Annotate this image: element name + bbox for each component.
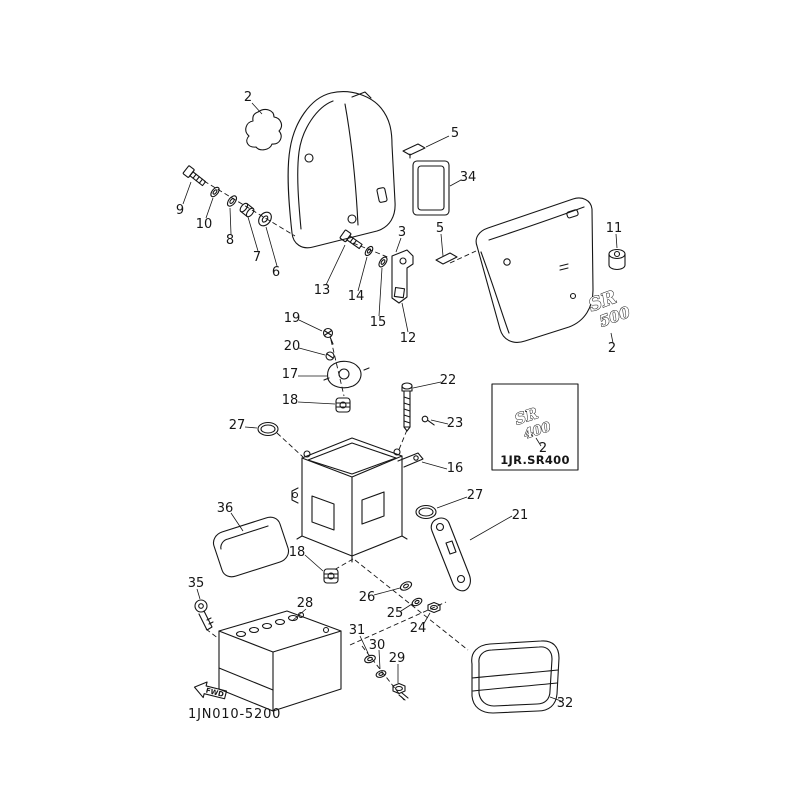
bolt-29 <box>392 682 409 701</box>
washer-31 <box>364 654 376 664</box>
callout-2-sr500: 2 <box>608 341 616 356</box>
callout-21: 21 <box>512 508 529 523</box>
callout-17: 17 <box>282 367 299 382</box>
callout-18-upper: 18 <box>282 393 299 408</box>
callout-14: 14 <box>348 289 365 304</box>
callout-27-left: 27 <box>229 418 246 433</box>
screw-23 <box>421 415 435 426</box>
callout-31: 31 <box>349 623 366 638</box>
gasket-2 <box>245 108 283 151</box>
callout-10: 10 <box>196 217 213 232</box>
callout-5-mid: 5 <box>436 221 444 236</box>
callout-18-lower: 18 <box>289 545 306 560</box>
callout-32: 32 <box>557 696 574 711</box>
callout-25: 25 <box>387 606 404 621</box>
washer-15 <box>378 256 388 268</box>
callout-19: 19 <box>284 311 301 326</box>
callout-30: 30 <box>369 638 386 653</box>
bolt-22 <box>401 382 413 432</box>
grommet-18-lower <box>323 568 339 584</box>
callout-13: 13 <box>314 283 331 298</box>
battery-28 <box>218 610 342 712</box>
callout-6: 6 <box>272 265 280 280</box>
callout-11: 11 <box>606 221 623 236</box>
callout-36: 36 <box>217 501 234 516</box>
callout-22: 22 <box>440 373 457 388</box>
key-35 <box>194 599 214 631</box>
sr500-emblem: SR 500 <box>585 286 633 331</box>
inset-box <box>491 383 579 471</box>
washer-26 <box>399 581 413 591</box>
callout-5-top: 5 <box>451 126 459 141</box>
callout-34: 34 <box>460 170 477 185</box>
callout-9: 9 <box>176 203 184 218</box>
callout-12: 12 <box>400 331 417 346</box>
grommet-18-upper <box>335 397 351 413</box>
washer-14 <box>364 245 374 257</box>
callout-8: 8 <box>226 233 234 248</box>
bracket-12 <box>391 249 414 304</box>
callout-20: 20 <box>284 339 301 354</box>
callout-7: 7 <box>253 250 261 265</box>
battery-box-16 <box>291 437 424 563</box>
pad-27-right <box>415 504 437 520</box>
screw-20 <box>325 351 335 361</box>
callout-24: 24 <box>410 621 427 636</box>
callout-35: 35 <box>188 576 205 591</box>
right-side-cover <box>475 197 594 343</box>
callout-23: 23 <box>447 416 464 431</box>
callout-2-top: 2 <box>244 90 252 105</box>
callout-28: 28 <box>297 596 314 611</box>
callout-27-right: 27 <box>467 488 484 503</box>
callout-26: 26 <box>359 590 376 605</box>
clip-5-top <box>402 143 426 159</box>
inset-label: 1JR.SR400 <box>500 453 570 467</box>
washer-25 <box>411 597 423 607</box>
bolt-9 <box>182 165 207 187</box>
callout-15: 15 <box>370 315 387 330</box>
bracket-21 <box>430 517 471 592</box>
callout-29: 29 <box>389 651 406 666</box>
callout-16: 16 <box>447 461 464 476</box>
parts-layer <box>182 91 626 714</box>
clip-5-mid <box>435 252 458 265</box>
callout-3: 3 <box>398 225 406 240</box>
pad-27-left <box>257 421 279 437</box>
bolt-13 <box>339 229 363 250</box>
cover-36 <box>212 516 290 578</box>
labels-layer: 2 5 34 9 10 8 7 6 13 14 15 12 3 5 11 2 1… <box>176 90 634 722</box>
callout-2-sr400: 2 <box>539 441 547 456</box>
bolt-24 <box>427 601 441 614</box>
diagram-code: 1JN010-5200 <box>188 707 281 722</box>
leader-lines <box>182 102 618 702</box>
assembly-axes <box>203 180 477 701</box>
left-side-cover <box>287 91 396 249</box>
plate-34 <box>412 160 450 216</box>
washer-10 <box>210 186 220 198</box>
fwd-arrow <box>193 681 228 700</box>
grommet-11 <box>608 248 626 271</box>
cover-32 <box>471 640 560 714</box>
